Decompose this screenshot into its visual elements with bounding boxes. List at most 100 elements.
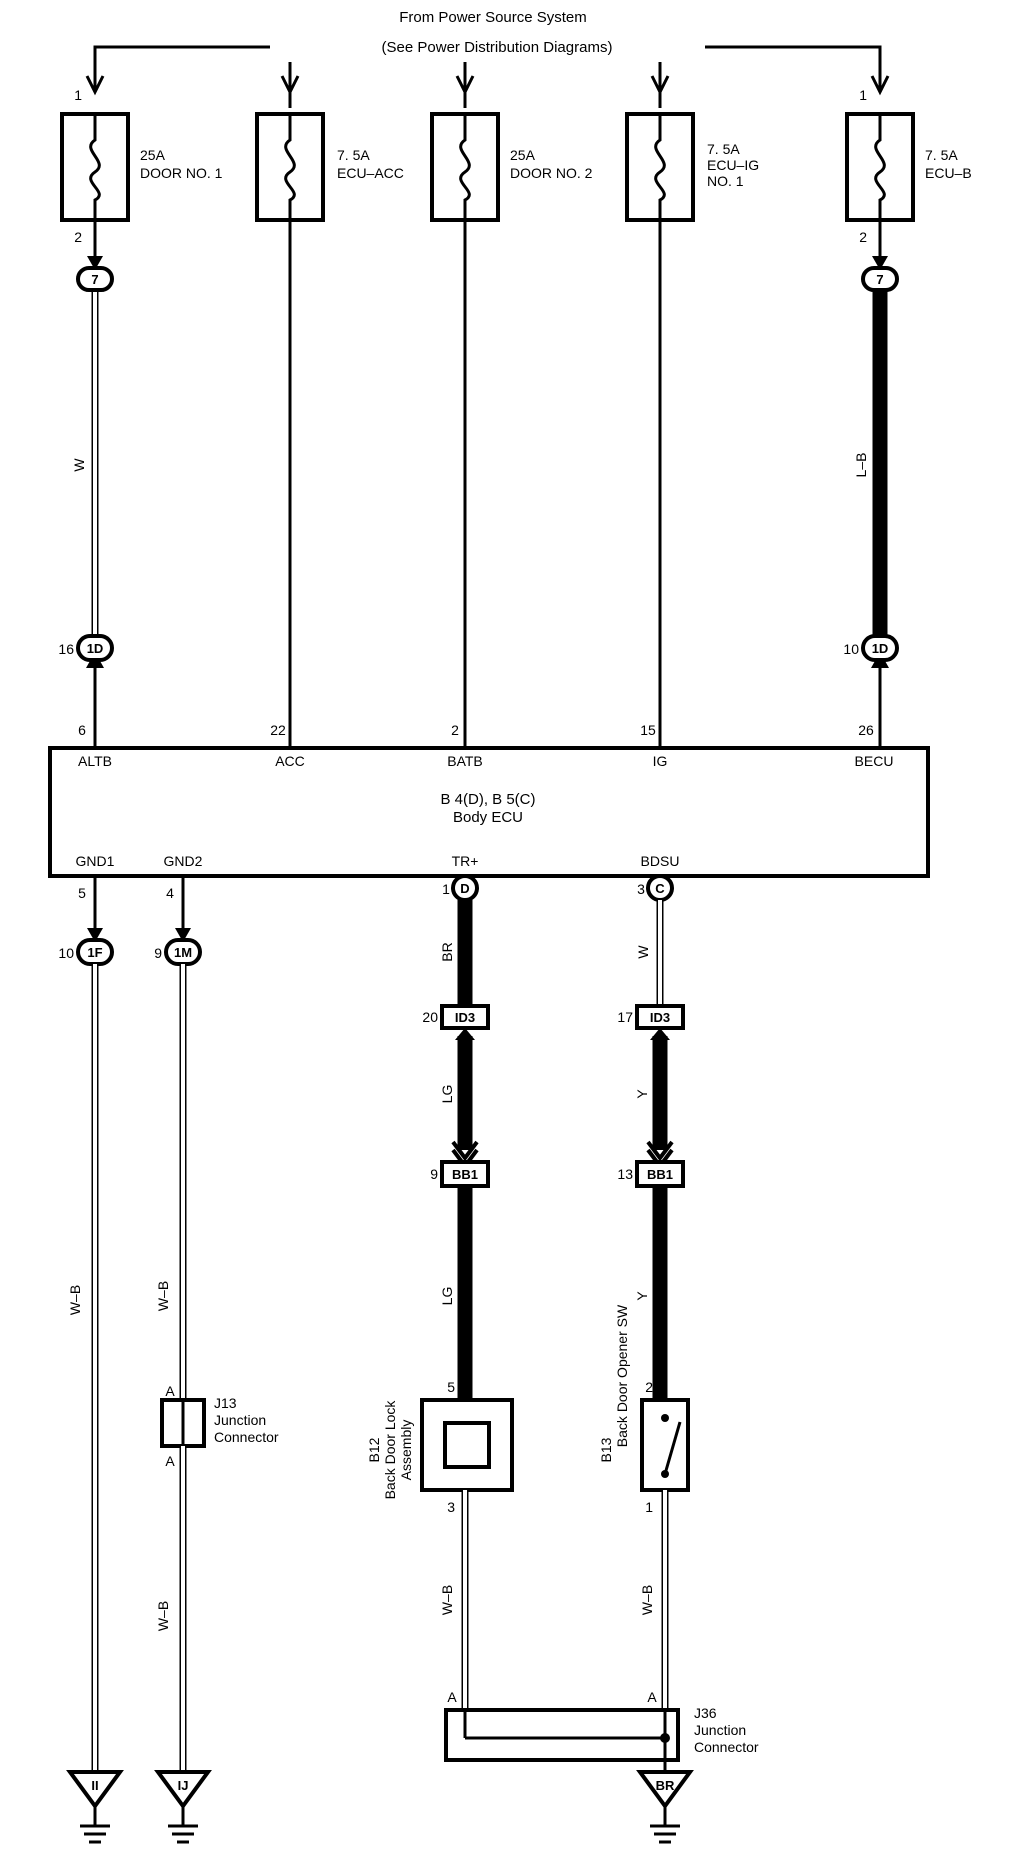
connector-1f: 10 1F	[58, 938, 114, 966]
fuse-door-no2: 25A DOOR NO. 2	[430, 112, 593, 222]
source-arrows	[85, 62, 890, 108]
svg-text:Assembly: Assembly	[398, 1420, 414, 1481]
svg-text:1: 1	[442, 881, 450, 897]
svg-text:DOOR NO. 1: DOOR NO. 1	[140, 165, 223, 181]
svg-text:22: 22	[270, 722, 286, 738]
fuse-ecu-ig-no1: 7. 5A ECU–IG NO. 1	[625, 112, 759, 222]
connector-bb1-bdsu: 13 BB1	[617, 1160, 685, 1188]
svg-text:10: 10	[843, 641, 859, 657]
svg-text:DOOR NO. 2: DOOR NO. 2	[510, 165, 593, 181]
wire-color-gnd1: W–B	[67, 1285, 83, 1315]
svg-text:1F: 1F	[87, 945, 102, 960]
source-title: From Power Source System	[399, 9, 587, 26]
source-line-right	[705, 45, 882, 90]
svg-text:ALTB: ALTB	[78, 753, 112, 769]
connector-id3-tr: 20 ID3	[422, 1004, 490, 1030]
svg-text:ECU–IG: ECU–IG	[707, 157, 759, 173]
wire-color-becu: L–B	[853, 453, 869, 478]
fuse-ecu-acc: 7. 5A ECU–ACC	[255, 112, 404, 222]
body-ecu: 6 22 2 15 26 ALTB ACC BATB IG BECU B 4(D…	[48, 722, 930, 901]
svg-text:1: 1	[74, 87, 82, 103]
svg-text:BECU: BECU	[855, 753, 894, 769]
svg-text:5: 5	[447, 1379, 455, 1395]
svg-text:2: 2	[859, 229, 867, 245]
connector-1d-becu: 10 1D	[843, 634, 899, 662]
connector-c: C	[646, 874, 674, 902]
svg-text:Back Door Lock: Back Door Lock	[382, 1400, 398, 1500]
svg-text:2: 2	[645, 1379, 653, 1395]
svg-text:6: 6	[78, 722, 86, 738]
svg-text:1: 1	[859, 87, 867, 103]
connector-d: D	[451, 874, 479, 902]
wire-color-gnd2-lower: W–B	[155, 1601, 171, 1631]
svg-text:ECU–ACC: ECU–ACC	[337, 165, 404, 181]
svg-text:13: 13	[617, 1166, 633, 1182]
wire-color-tr-2: LG	[439, 1085, 455, 1104]
svg-text:7. 5A: 7. 5A	[925, 147, 958, 163]
connector-id3-bdsu: 17 ID3	[617, 1004, 685, 1030]
connector-7-becu: 7	[861, 256, 899, 292]
svg-text:Junction: Junction	[694, 1722, 746, 1738]
svg-text:ID3: ID3	[455, 1010, 475, 1025]
svg-text:17: 17	[617, 1009, 633, 1025]
svg-text:2: 2	[74, 229, 82, 245]
svg-text:ECU–B: ECU–B	[925, 165, 972, 181]
junction-j13: A A J13 Junction Connector	[160, 1383, 279, 1469]
svg-text:A: A	[165, 1453, 175, 1469]
svg-text:3: 3	[447, 1499, 455, 1515]
wire-color-bdsu-4: W–B	[639, 1585, 655, 1615]
svg-text:B12: B12	[366, 1437, 382, 1462]
svg-text:1D: 1D	[872, 641, 889, 656]
svg-text:25A: 25A	[510, 147, 536, 163]
fuse-door-no1: 1 25A DOOR NO. 1 2	[60, 87, 223, 245]
back-door-lock-assembly: 5 3 B12 Back Door Lock Assembly	[366, 1379, 514, 1515]
svg-text:Junction: Junction	[214, 1412, 266, 1428]
svg-text:Body ECU: Body ECU	[453, 809, 523, 826]
svg-text:ACC: ACC	[275, 753, 305, 769]
svg-text:BB1: BB1	[452, 1167, 478, 1182]
wire-color-bdsu-2: Y	[634, 1089, 650, 1099]
svg-text:GND1: GND1	[76, 853, 115, 869]
svg-text:J36: J36	[694, 1705, 717, 1721]
back-door-opener-switch: 2 1 B13 Back Door Opener SW	[598, 1304, 690, 1515]
svg-text:B13: B13	[598, 1437, 614, 1462]
wire-color-bdsu-1: W	[635, 945, 651, 959]
svg-text:IJ: IJ	[178, 1778, 189, 1793]
svg-text:1M: 1M	[174, 945, 192, 960]
svg-text:C: C	[655, 881, 665, 896]
connector-1d-altb: 16 1D	[58, 634, 114, 662]
svg-text:D: D	[460, 881, 469, 896]
ground-ij: IJ	[154, 1770, 212, 1844]
svg-text:Connector: Connector	[694, 1739, 759, 1755]
svg-text:5: 5	[78, 885, 86, 901]
svg-text:A: A	[165, 1383, 175, 1399]
svg-text:J13: J13	[214, 1395, 237, 1411]
svg-text:4: 4	[166, 885, 174, 901]
wire-color-tr-1: BR	[439, 942, 455, 961]
svg-text:TR+: TR+	[452, 853, 479, 869]
svg-text:IG: IG	[653, 753, 668, 769]
svg-text:7: 7	[91, 272, 98, 287]
svg-text:10: 10	[58, 945, 74, 961]
junction-j36: A A J36 Junction Connector	[444, 1689, 759, 1770]
wire-color-tr-3: LG	[439, 1287, 455, 1306]
ground-ii: II	[66, 1770, 124, 1844]
svg-text:Connector: Connector	[214, 1429, 279, 1445]
svg-text:9: 9	[154, 945, 162, 961]
svg-text:26: 26	[858, 722, 874, 738]
svg-text:3: 3	[637, 881, 645, 897]
source-line-left	[93, 45, 270, 90]
ground-br: BR	[636, 1770, 694, 1844]
svg-text:A: A	[647, 1689, 657, 1705]
svg-text:B 4(D), B 5(C): B 4(D), B 5(C)	[440, 791, 535, 808]
svg-text:16: 16	[58, 641, 74, 657]
svg-text:NO. 1: NO. 1	[707, 173, 744, 189]
wire-color-gnd2-upper: W–B	[155, 1281, 171, 1311]
wire-color-tr-4: W–B	[439, 1585, 455, 1615]
svg-text:15: 15	[640, 722, 656, 738]
svg-text:BDSU: BDSU	[641, 853, 680, 869]
svg-text:ID3: ID3	[650, 1010, 670, 1025]
svg-text:20: 20	[422, 1009, 438, 1025]
svg-text:Back Door Opener SW: Back Door Opener SW	[614, 1304, 630, 1447]
svg-text:9: 9	[430, 1166, 438, 1182]
